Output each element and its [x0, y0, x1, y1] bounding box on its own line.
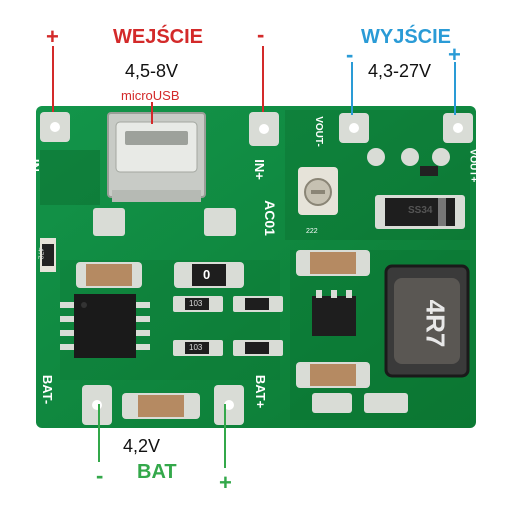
output-title: WYJŚCIE	[361, 26, 452, 48]
silk-in-minus: IN-	[27, 158, 43, 177]
silk-resistor-main: 0	[203, 267, 211, 282]
battery-minus-sign: -	[96, 463, 104, 488]
output-plus-sign: +	[448, 42, 461, 67]
silk-res-c: 222	[306, 228, 318, 235]
silk-diode: SS34	[408, 205, 433, 216]
silk-in-plus: IN+	[251, 159, 267, 180]
battery-title: BAT	[137, 461, 177, 483]
battery-voltage: 4,2V	[123, 436, 161, 456]
output-voltage: 4,3-27V	[368, 61, 432, 81]
silk-res-b: 103	[189, 343, 203, 352]
silk-inductor: 4R7	[420, 299, 451, 348]
input-title: WEJŚCIE	[113, 26, 204, 48]
silk-board-id: AC01	[261, 200, 278, 236]
silk-bat-minus: BAT-	[40, 374, 56, 405]
battery-plus-sign: +	[219, 470, 232, 495]
input-voltage: 4,5-8V	[125, 61, 179, 81]
silk-bat-plus: BAT+	[253, 374, 269, 409]
silk-res-d: 472	[36, 247, 44, 260]
silk-vout-plus: VOUT+	[467, 148, 479, 183]
input-minus-sign: -	[257, 22, 265, 47]
silk-vout-minus: VOUT-	[312, 116, 324, 147]
output-minus-sign: -	[346, 42, 354, 67]
input-connector-label: microUSB	[121, 88, 180, 103]
silk-res-a: 103	[189, 299, 203, 308]
charger-ic	[60, 294, 150, 358]
input-plus-sign: +	[46, 24, 59, 49]
resistor-zero	[192, 264, 226, 286]
